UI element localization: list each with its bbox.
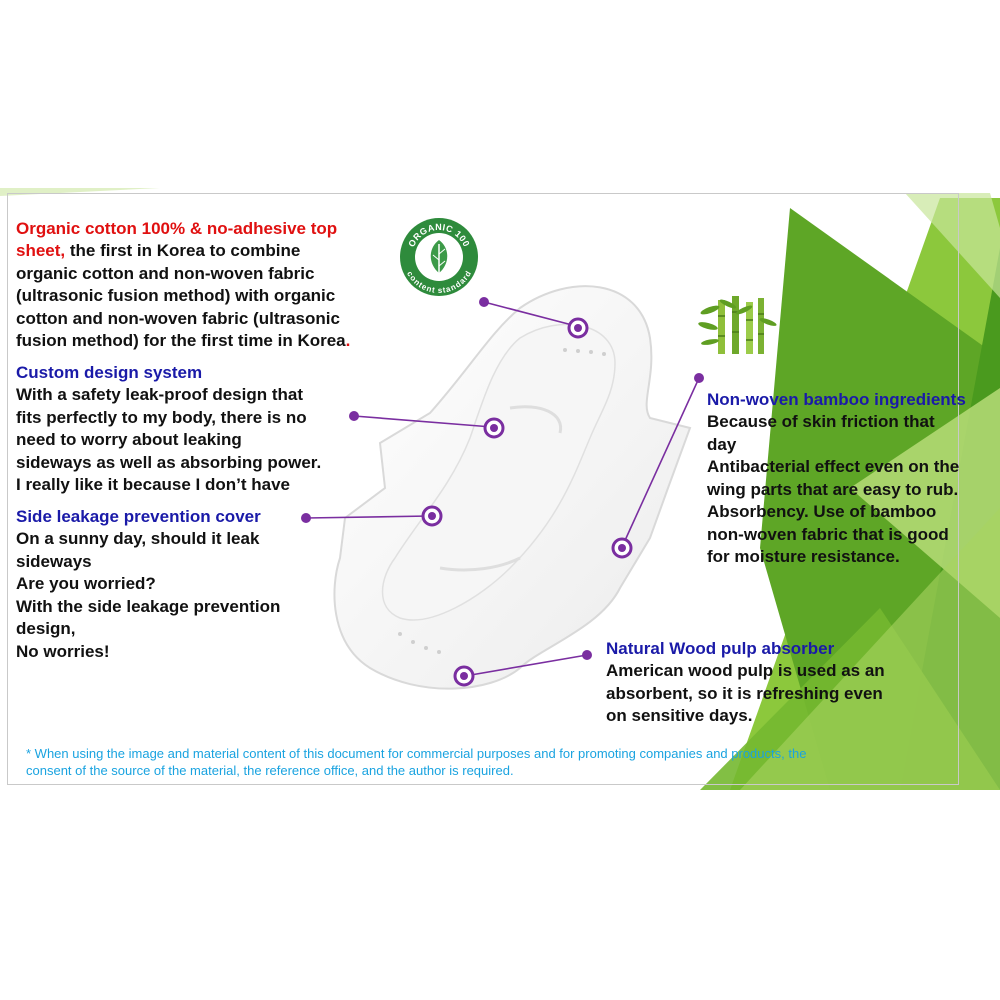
side-leakage-body-line: No worries! [16, 641, 110, 661]
green-background-decoration [0, 188, 1000, 790]
bamboo-body-line: Antibacterial effect even on the [707, 457, 960, 476]
product-slide: ORGANIC 100 content standard [0, 188, 1000, 790]
top-sheet-body-last-row: fusion method) for the first time in Kor… [16, 330, 396, 353]
copyright-footnote: * When using the image and material cont… [26, 745, 926, 779]
bamboo-heading: Non-woven bamboo ingredients [707, 390, 966, 409]
bamboo-icon [698, 296, 777, 354]
side-leakage-body-line: sideways [16, 551, 92, 571]
callout-lines [305, 301, 700, 677]
top-sheet-heading-line: Organic cotton 100% & no-adhesive top [16, 219, 338, 238]
custom-design-body-line: sideways as well as absorbing power. [16, 452, 322, 472]
wood-pulp-section: Natural Wood pulp absorber American wood… [606, 638, 936, 728]
top-sheet-section: Organic cotton 100% & no-adhesive top sh… [16, 218, 396, 353]
leaf-icon [430, 240, 448, 274]
bamboo-body-line: Because of skin friction that [707, 412, 935, 431]
sanitary-pad-illustration [301, 285, 704, 690]
bamboo-body-line: Absorbency. Use of bamboo [707, 502, 937, 521]
slide-frame [7, 193, 959, 785]
organic-content-standard-badge: ORGANIC 100 content standard [400, 218, 478, 296]
footnote-line: * When using the image and material cont… [26, 746, 807, 761]
bamboo-body-line: day [707, 434, 737, 454]
bamboo-body-line: for moisture resistance. [707, 547, 900, 566]
bamboo-body-line: wing parts that are easy to rub. [707, 479, 959, 499]
wood-pulp-heading: Natural Wood pulp absorber [606, 639, 835, 658]
wood-pulp-body-line: absorbent, so it is refreshing even [606, 683, 883, 703]
bamboo-body-line: non-woven fabric that is good [707, 524, 949, 544]
top-sheet-heading-line: sheet, [16, 241, 66, 260]
side-leakage-section: Side leakage prevention cover On a sunny… [16, 506, 316, 663]
custom-design-body-line: I really like it because I don’t have [16, 475, 291, 494]
callout-markers [301, 297, 704, 687]
bamboo-section: Non-woven bamboo ingredients Because of … [707, 389, 997, 569]
top-sheet-body-first: the first in Korea to combine [65, 241, 301, 260]
side-leakage-heading: Side leakage prevention cover [16, 507, 261, 526]
custom-design-body-line: need to worry about leaking [16, 430, 242, 449]
wood-pulp-body-line: American wood pulp is used as an [606, 661, 885, 680]
top-sheet-heading-row: sheet, the first in Korea to combine [16, 240, 396, 263]
wood-pulp-body-line: on sensitive days. [606, 706, 753, 725]
top-sheet-body-last: fusion method) for the first time in Kor… [16, 331, 346, 350]
side-leakage-body-line: Are you worried? [16, 574, 156, 593]
side-leakage-body-line: With the side leakage prevention [16, 596, 281, 616]
custom-design-body-line: With a safety leak-proof design that [16, 385, 303, 404]
side-leakage-body-line: design, [16, 619, 76, 638]
top-sheet-body-line: (ultrasonic fusion method) with organic [16, 286, 336, 305]
custom-design-heading: Custom design system [16, 363, 203, 382]
top-sheet-body-dot: . [345, 331, 351, 350]
custom-design-section: Custom design system With a safety leak-… [16, 362, 356, 497]
top-sheet-body-line: cotton and non-woven fabric (ultrasonic [16, 308, 340, 328]
custom-design-body-line: fits perfectly to my body, there is no [16, 407, 307, 427]
footnote-line: consent of the source of the material, t… [26, 763, 514, 778]
pad-shape [333, 285, 692, 690]
top-sheet-body-line: organic cotton and non-woven fabric [16, 263, 315, 283]
side-leakage-body-line: On a sunny day, should it leak [16, 529, 260, 548]
